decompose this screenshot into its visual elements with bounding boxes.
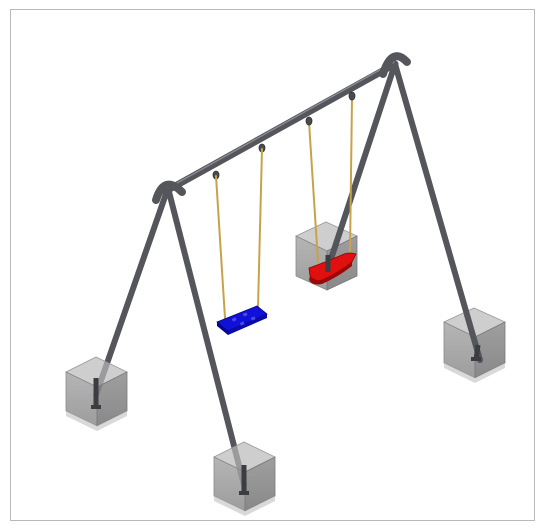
figure-frame <box>10 9 535 521</box>
concrete-footing <box>213 441 276 516</box>
red-belt-seat <box>308 252 357 285</box>
concrete-footing <box>443 307 506 383</box>
frame-front-legs <box>93 185 247 488</box>
blue-flat-seat <box>216 305 268 335</box>
concrete-footing <box>65 356 128 431</box>
frame-top-caps <box>152 52 411 204</box>
swing-chains-blue-seat <box>215 148 263 319</box>
frame-back-legs <box>327 61 483 363</box>
swing-chains-red-seat <box>308 97 353 263</box>
beam-hangers <box>212 91 356 180</box>
frame-top-beam <box>164 60 399 194</box>
footing-inner-parts <box>325 255 481 361</box>
